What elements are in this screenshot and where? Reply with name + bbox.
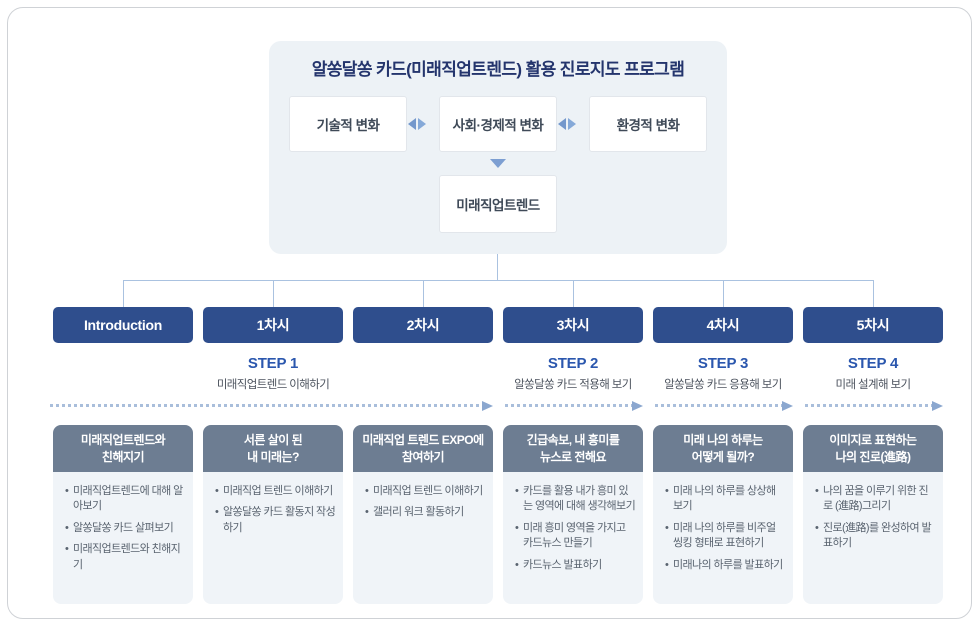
arrow-down-icon xyxy=(490,159,506,168)
lesson-activities: 미래직업트렌드에 대해 알아보기 알쏭달쏭 카드 살펴보기 미래직업트렌드와 친… xyxy=(53,472,193,604)
lesson-title: 미래 나의 하루는 어떻게 될까? xyxy=(653,425,793,472)
lesson-activities: 미래직업 트렌드 이해하기 알쏭달쏭 카드 활동지 작성하기 xyxy=(203,472,343,604)
lesson-activities: 미래직업 트렌드 이해하기 갤러리 워크 활동하기 xyxy=(353,472,493,604)
connector-drop xyxy=(423,281,424,307)
session-button-4[interactable]: 4차시 xyxy=(653,307,793,343)
lesson-title: 미래직업트렌드와 친해지기 xyxy=(53,425,193,472)
step-subtitle: 미래직업트렌드 이해하기 xyxy=(216,379,330,391)
lesson-card-5: 이미지로 표현하는 나의 진로(進路) 나의 꿈을 이루기 위한 진로 (進路)… xyxy=(803,425,943,604)
step-3-label: STEP 3 알쏭달쏭 카드 응용해 보기 xyxy=(653,355,793,392)
lesson-card-3: 긴급속보, 내 흥미를 뉴스로 전해요 카드를 활용 내가 흥미 있는 영역에 … xyxy=(503,425,643,604)
step2-flow-arrow xyxy=(505,400,643,411)
session-button-1[interactable]: 1차시 xyxy=(203,307,343,343)
connector-drop xyxy=(273,281,274,307)
activity-item: 미래 나의 하루를 비주얼 씽킹 형태로 표현하기 xyxy=(665,521,787,552)
connector-drop xyxy=(873,281,874,307)
step1-flow-arrow xyxy=(50,400,493,411)
step-title: STEP 1 xyxy=(247,355,299,372)
lesson-card-1: 서른 살이 된 내 미래는? 미래직업 트렌드 이해하기 알쏭달쏭 카드 활동지… xyxy=(203,425,343,604)
activity-item: 미래직업트렌드에 대해 알아보기 xyxy=(65,484,187,515)
activity-item: 알쏭달쏭 카드 활동지 작성하기 xyxy=(215,505,337,536)
step-subtitle: 미래 설계해 보기 xyxy=(835,379,911,391)
lesson-activities: 카드를 활용 내가 흥미 있는 영역에 대해 생각해보기 미래 흥미 영역을 가… xyxy=(503,472,643,604)
connector-drop xyxy=(573,281,574,307)
step-title: STEP 2 xyxy=(547,355,599,372)
activity-item: 미래 흥미 영역을 가지고 카드뉴스 만들기 xyxy=(515,521,637,552)
change-box-environmental: 환경적 변화 xyxy=(589,96,707,152)
session-button-introduction[interactable]: Introduction xyxy=(53,307,193,343)
step-subtitle: 알쏭달쏭 카드 응용해 보기 xyxy=(664,379,782,391)
arrow-right-icon xyxy=(782,400,793,411)
arrow-right-icon xyxy=(568,118,576,130)
connector-stub xyxy=(497,254,498,280)
activity-item: 진로(進路)를 완성하여 발표하기 xyxy=(815,521,937,552)
step-2-label: STEP 2 알쏭달쏭 카드 적용해 보기 xyxy=(503,355,643,392)
lesson-card-4: 미래 나의 하루는 어떻게 될까? 미래 나의 하루를 상상해 보기 미래 나의… xyxy=(653,425,793,604)
step-title: STEP 4 xyxy=(847,355,899,372)
lesson-card-2: 미래직업 트렌드 EXPO에 참여하기 미래직업 트렌드 이해하기 갤러리 워크… xyxy=(353,425,493,604)
program-title: 알쏭달쏭 카드(미래직업트렌드) 활용 진로지도 프로그램 xyxy=(311,60,685,79)
arrow-left-icon xyxy=(558,118,566,130)
connector-horizontal xyxy=(123,280,874,281)
lesson-title: 미래직업 트렌드 EXPO에 참여하기 xyxy=(353,425,493,472)
activity-item: 미래직업 트렌드 이해하기 xyxy=(215,484,337,500)
step-subtitle: 알쏭달쏭 카드 적용해 보기 xyxy=(514,379,632,391)
connector-drop xyxy=(123,281,124,307)
activity-item: 카드를 활용 내가 흥미 있는 영역에 대해 생각해보기 xyxy=(515,484,637,515)
future-job-trend-box: 미래직업트렌드 xyxy=(439,175,557,233)
lesson-title: 서른 살이 된 내 미래는? xyxy=(203,425,343,472)
step-title: STEP 3 xyxy=(697,355,749,372)
arrow-right-icon xyxy=(932,400,943,411)
left-right-arrows-icon xyxy=(558,118,576,130)
lesson-activities: 나의 꿈을 이루기 위한 진로 (進路)그리기 진로(進路)를 완성하여 발표하… xyxy=(803,472,943,604)
activity-item: 카드뉴스 발표하기 xyxy=(515,558,637,574)
arrow-right-icon xyxy=(632,400,643,411)
arrow-right-icon xyxy=(418,118,426,130)
activity-item: 미래나의 하루를 발표하기 xyxy=(665,558,787,574)
step3-flow-arrow xyxy=(655,400,793,411)
activity-item: 나의 꿈을 이루기 위한 진로 (進路)그리기 xyxy=(815,484,937,515)
step-4-label: STEP 4 미래 설계해 보기 xyxy=(803,355,943,392)
session-button-3[interactable]: 3차시 xyxy=(503,307,643,343)
program-overview-panel: 알쏭달쏭 카드(미래직업트렌드) 활용 진로지도 프로그램 기술적 변화 사회·… xyxy=(269,41,727,254)
lesson-card-introduction: 미래직업트렌드와 친해지기 미래직업트렌드에 대해 알아보기 알쏭달쏭 카드 살… xyxy=(53,425,193,604)
arrow-left-icon xyxy=(408,118,416,130)
lesson-activities: 미래 나의 하루를 상상해 보기 미래 나의 하루를 비주얼 씽킹 형태로 표현… xyxy=(653,472,793,604)
activity-item: 미래직업트렌드와 친해지기 xyxy=(65,542,187,573)
arrow-right-icon xyxy=(482,400,493,411)
activity-item: 갤러리 워크 활동하기 xyxy=(365,505,487,521)
change-box-technical: 기술적 변화 xyxy=(289,96,407,152)
program-map-canvas: 알쏭달쏭 카드(미래직업트렌드) 활용 진로지도 프로그램 기술적 변화 사회·… xyxy=(7,7,972,619)
step-1-label: STEP 1 미래직업트렌드 이해하기 xyxy=(203,355,343,392)
left-right-arrows-icon xyxy=(408,118,426,130)
step4-flow-arrow xyxy=(805,400,943,411)
activity-item: 미래직업 트렌드 이해하기 xyxy=(365,484,487,500)
activity-item: 알쏭달쏭 카드 살펴보기 xyxy=(65,521,187,537)
lesson-title: 이미지로 표현하는 나의 진로(進路) xyxy=(803,425,943,472)
connector-drop xyxy=(723,281,724,307)
session-button-2[interactable]: 2차시 xyxy=(353,307,493,343)
change-box-socio-economic: 사회·경제적 변화 xyxy=(439,96,557,152)
lesson-title: 긴급속보, 내 흥미를 뉴스로 전해요 xyxy=(503,425,643,472)
session-button-5[interactable]: 5차시 xyxy=(803,307,943,343)
activity-item: 미래 나의 하루를 상상해 보기 xyxy=(665,484,787,515)
